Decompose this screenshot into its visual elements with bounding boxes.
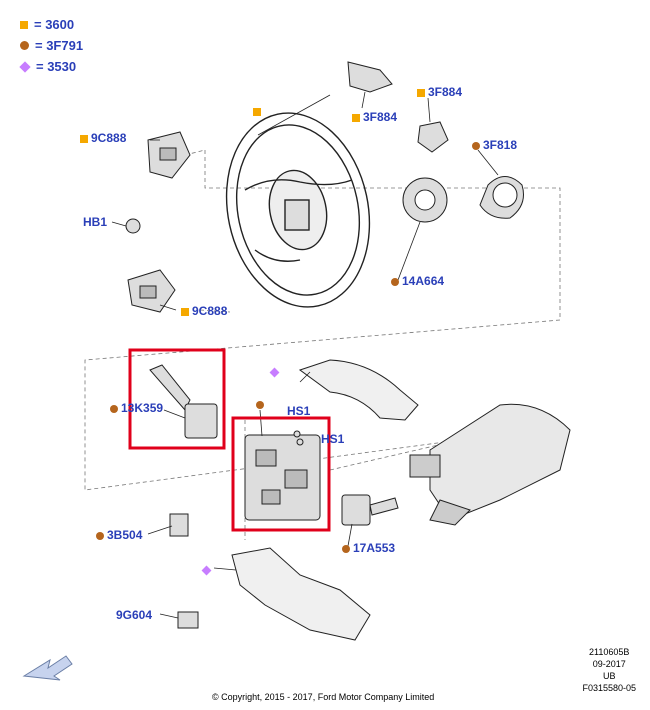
- label-text: HB1: [83, 215, 108, 229]
- wiper-switch: [341, 494, 399, 526]
- square-marker-icon: [80, 134, 88, 143]
- legend-text-3f791: = 3F791: [35, 38, 84, 53]
- arrow-icon[interactable]: [22, 655, 73, 681]
- label-13k359: 13K359: [110, 401, 163, 415]
- dot-marker-icon: [96, 531, 104, 540]
- ref-region: UB: [602, 671, 616, 681]
- label-3b504: 3B504: [96, 528, 142, 542]
- label-text: HS1: [321, 432, 345, 446]
- legend-text-3530: = 3530: [36, 59, 77, 74]
- highlight-box-13k359: [128, 348, 226, 450]
- label-14a664: 14A664: [391, 274, 444, 288]
- multifunction-switch: [149, 364, 218, 439]
- legend-row-diamond: = 3530: [19, 56, 83, 77]
- marker-square-wheel: [253, 104, 264, 118]
- control-module: [244, 434, 321, 521]
- square-marker-icon: [417, 88, 425, 97]
- label-3f818: 3F818: [472, 138, 517, 152]
- label-text: 17A553: [353, 541, 396, 555]
- ref-date: 09-2017: [592, 659, 626, 669]
- lower-shroud: [231, 547, 371, 641]
- label-9g604: 9G604: [116, 608, 152, 622]
- label-text: 3B504: [107, 528, 143, 542]
- leader-lines: [111, 91, 499, 619]
- highlight-boxes: [128, 348, 331, 532]
- ref-code-1: 2110605B: [589, 647, 630, 657]
- dot-marker-icon: [472, 141, 480, 150]
- square-marker-icon: [253, 107, 261, 116]
- diamond-marker-icon: [201, 565, 212, 576]
- label-hs1-b: HS1: [321, 432, 344, 446]
- marker-dot-module: [256, 397, 267, 411]
- marker-diamond-lower: [201, 563, 214, 577]
- label-text: 9C888: [192, 304, 228, 318]
- highlight-box-control-module: [231, 416, 331, 532]
- label-hb1: HB1: [83, 215, 107, 229]
- label-text: 13K359: [121, 401, 164, 415]
- legend-text-3600: = 3600: [34, 17, 75, 32]
- dot-marker-icon: [391, 277, 399, 286]
- label-17a553: 17A553: [342, 541, 395, 555]
- ref-code-2: F0315580-05: [582, 683, 636, 693]
- marker-diamond-upper: [269, 365, 282, 379]
- clockspring-parts: [347, 61, 524, 223]
- label-text: 9G604: [116, 608, 153, 622]
- label-hs1-a: HS1: [287, 404, 310, 418]
- label-3f884-b: 3F884: [417, 85, 462, 99]
- label-text: 14A664: [402, 274, 445, 288]
- steering-column: [409, 403, 571, 526]
- label-9c888-bottom: 9C888: [181, 304, 227, 318]
- diamond-marker-icon: [19, 60, 31, 73]
- legend-row-square: = 3600: [20, 14, 83, 35]
- reference-block: 2110605B 09-2017 UB F0315580-05: [582, 646, 636, 694]
- square-marker-icon: [20, 20, 28, 29]
- dot-marker-icon: [110, 404, 118, 413]
- label-text: 3F818: [483, 138, 518, 152]
- diamond-marker-icon: [269, 367, 280, 378]
- small-parts: [169, 430, 304, 629]
- dot-marker-icon: [342, 544, 350, 553]
- upper-shroud: [298, 359, 419, 421]
- square-marker-icon: [181, 307, 189, 316]
- label-text: 9C888: [91, 131, 127, 145]
- label-text: 3F884: [428, 85, 463, 99]
- legend: = 3600 = 3F791 = 3530: [19, 14, 83, 77]
- label-text: HS1: [287, 404, 311, 418]
- steering-wheel: [225, 94, 371, 308]
- legend-row-dot: = 3F791: [20, 35, 83, 56]
- dot-marker-icon: [256, 400, 264, 409]
- label-text: 3F884: [363, 110, 398, 124]
- square-marker-icon: [352, 113, 360, 122]
- dot-marker-icon: [20, 41, 29, 50]
- label-3f884-a: 3F884: [352, 110, 397, 124]
- switch-modules: [125, 131, 191, 313]
- copyright-text: © Copyright, 2015 - 2017, Ford Motor Com…: [212, 692, 435, 702]
- label-9c888-top: 9C888: [80, 131, 126, 145]
